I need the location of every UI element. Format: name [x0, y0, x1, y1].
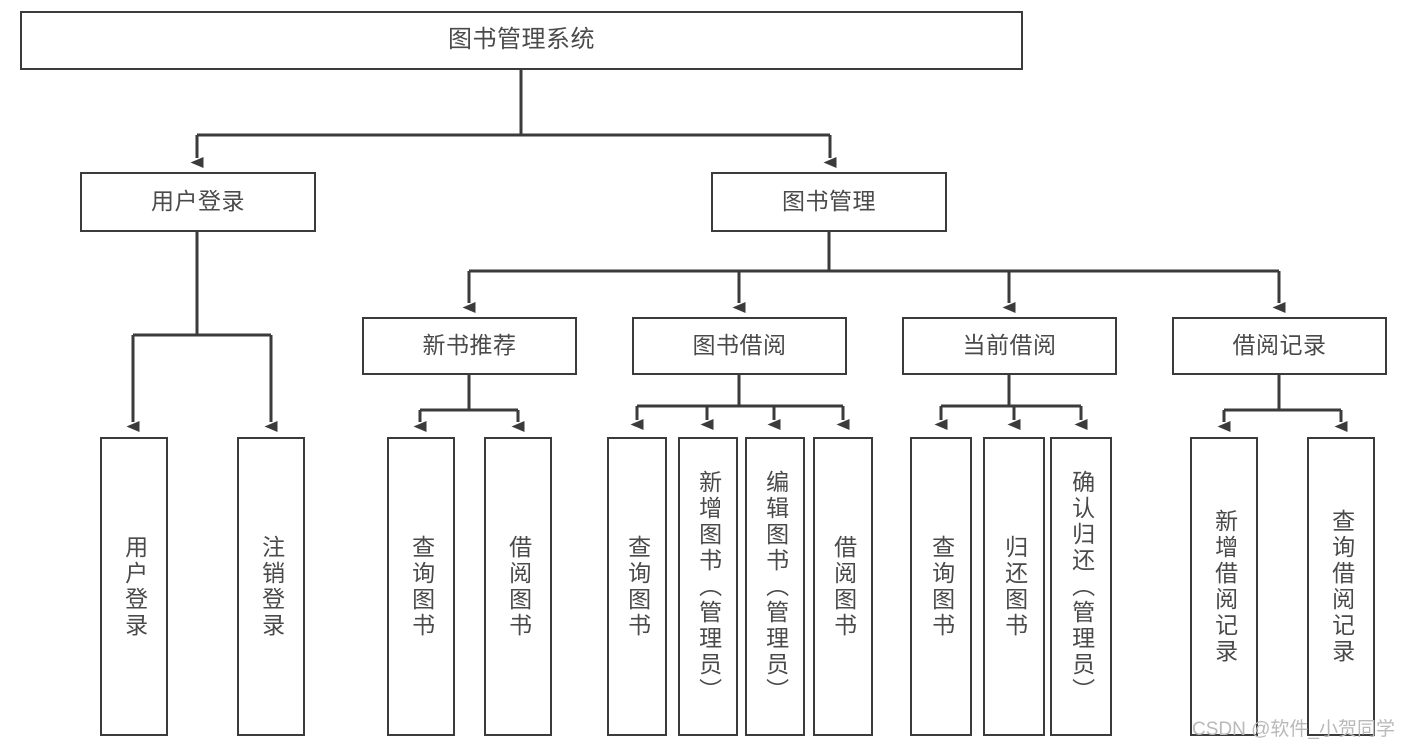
node-book-manage[interactable]: 图书管理 — [711, 172, 947, 232]
node-root-label: 图书管理系统 — [448, 26, 595, 54]
node-leaf-query-book-2-label: 查询图书 — [624, 534, 651, 639]
node-leaf-query-record-label: 查询借阅记录 — [1328, 508, 1355, 665]
node-leaf-edit-book[interactable]: 编辑图书（管理员） — [745, 437, 805, 736]
watermark-text: CSDN @软件_小贺同学 — [1192, 719, 1395, 740]
node-user-login[interactable]: 用户登录 — [80, 172, 316, 232]
node-borrow-record[interactable]: 借阅记录 — [1172, 317, 1387, 375]
node-leaf-add-book[interactable]: 新增图书（管理员） — [678, 437, 738, 736]
node-leaf-borrow-book-1-label: 借阅图书 — [505, 534, 532, 639]
node-leaf-return-book[interactable]: 归还图书 — [983, 437, 1045, 736]
node-leaf-return-book-label: 归还图书 — [1001, 534, 1028, 639]
node-user-login-label: 用户登录 — [151, 188, 245, 215]
node-leaf-query-record[interactable]: 查询借阅记录 — [1307, 437, 1375, 736]
node-leaf-confirm-return[interactable]: 确认归还（管理员） — [1050, 437, 1112, 736]
node-leaf-add-record[interactable]: 新增借阅记录 — [1190, 437, 1258, 736]
node-leaf-user-login[interactable]: 用户登录 — [100, 437, 168, 736]
node-leaf-borrow-book-2[interactable]: 借阅图书 — [813, 437, 873, 736]
node-leaf-borrow-book-1[interactable]: 借阅图书 — [484, 437, 552, 736]
node-leaf-logout-label: 注销登录 — [258, 534, 285, 639]
node-leaf-add-book-label: 新增图书（管理员） — [695, 469, 722, 704]
node-leaf-borrow-book-2-label: 借阅图书 — [830, 534, 857, 639]
node-leaf-edit-book-label: 编辑图书（管理员） — [762, 469, 789, 704]
node-new-book-recommend[interactable]: 新书推荐 — [362, 317, 577, 375]
node-leaf-query-book-2[interactable]: 查询图书 — [607, 437, 667, 736]
node-leaf-query-book-1[interactable]: 查询图书 — [387, 437, 455, 736]
node-book-borrow[interactable]: 图书借阅 — [632, 317, 847, 375]
node-current-borrow[interactable]: 当前借阅 — [902, 317, 1117, 375]
node-root[interactable]: 图书管理系统 — [20, 11, 1023, 70]
node-borrow-record-label: 借阅记录 — [1232, 332, 1327, 359]
node-book-manage-label: 图书管理 — [782, 188, 876, 215]
node-current-borrow-label: 当前借阅 — [962, 332, 1057, 359]
node-book-borrow-label: 图书借阅 — [692, 332, 787, 359]
node-leaf-logout[interactable]: 注销登录 — [237, 437, 305, 736]
node-leaf-query-book-3-label: 查询图书 — [928, 534, 955, 639]
node-leaf-confirm-return-label: 确认归还（管理员） — [1068, 469, 1095, 704]
node-leaf-add-record-label: 新增借阅记录 — [1211, 508, 1238, 665]
node-leaf-user-login-label: 用户登录 — [121, 534, 148, 639]
node-leaf-query-book-1-label: 查询图书 — [408, 534, 435, 639]
node-leaf-query-book-3[interactable]: 查询图书 — [910, 437, 972, 736]
node-new-book-recommend-label: 新书推荐 — [422, 332, 517, 359]
